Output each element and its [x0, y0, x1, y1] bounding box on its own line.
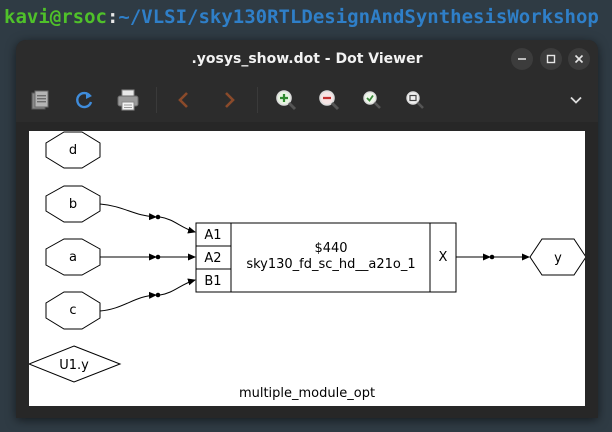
back-button[interactable] — [170, 86, 198, 114]
node-label-c: c — [69, 303, 76, 318]
zoom-out-icon — [319, 90, 340, 111]
zoom-100-button[interactable] — [401, 86, 429, 114]
toolbar-separator — [257, 87, 258, 113]
zoom-out-button[interactable] — [315, 86, 343, 114]
print-icon — [117, 89, 139, 111]
netlist-graph: d b a c U1.y — [27, 131, 587, 401]
graph-canvas[interactable]: d b a c U1.y — [27, 131, 587, 406]
print-button[interactable] — [114, 86, 142, 114]
terminal-colon: : — [106, 6, 119, 28]
zoom-100-icon — [406, 91, 424, 109]
input-node-c[interactable]: c — [45, 291, 101, 330]
minimize-icon — [518, 58, 526, 60]
junction-dot-c — [155, 292, 161, 298]
edge-c — [99, 291, 157, 312]
zoom-fit-icon — [363, 91, 381, 109]
port-label-a1: A1 — [204, 228, 221, 243]
input-node-b[interactable]: b — [45, 185, 101, 223]
open-icon — [31, 90, 49, 110]
input-node-d[interactable]: d — [45, 131, 101, 169]
edge-c-to-b1 — [159, 278, 196, 296]
port-label-x: X — [439, 250, 448, 265]
zoom-fit-button[interactable] — [358, 86, 386, 114]
reload-icon — [76, 91, 93, 109]
node-label-y: y — [554, 251, 562, 266]
minimize-button[interactable] — [511, 48, 533, 70]
forward-icon — [225, 92, 235, 108]
zoom-in-icon — [276, 90, 297, 111]
title-bar[interactable]: .yosys_show.dot - Dot Viewer — [16, 40, 598, 78]
graph-caption: multiple_module_opt — [239, 386, 375, 401]
port-label-a2: A2 — [204, 251, 221, 266]
menu-button[interactable] — [562, 86, 590, 114]
junction-dot-a — [155, 254, 161, 260]
maximize-icon — [546, 54, 556, 64]
zoom-in-button[interactable] — [272, 86, 300, 114]
close-button[interactable] — [568, 48, 590, 70]
junction-dot-b — [155, 214, 161, 220]
toolbar-separator — [156, 87, 157, 113]
open-button[interactable] — [27, 86, 55, 114]
cell-a21o[interactable]: A1 A2 B1 $440 sky130_fd_sc_hd__a21o_1 X — [195, 222, 457, 293]
dot-viewer-window: .yosys_show.dot - Dot Viewer — [16, 40, 598, 418]
output-node-y[interactable]: y — [529, 238, 587, 276]
maximize-button[interactable] — [540, 48, 562, 70]
close-icon — [574, 54, 584, 64]
edge-b-to-a1 — [159, 216, 196, 234]
port-label-b1: B1 — [204, 274, 221, 289]
terminal-prompt-line: kavi@rsoc:~/VLSI/sky130RTLDesignAndSynth… — [0, 0, 612, 36]
back-icon — [178, 92, 188, 108]
terminal-path: ~/VLSI/sky130RTLDesignAndSynthesisWorksh… — [118, 6, 599, 28]
node-label-u1y: U1.y — [59, 358, 89, 373]
terminal-user-host: kavi@rsoc — [4, 6, 107, 28]
reload-button[interactable] — [70, 86, 98, 114]
node-label-d: d — [69, 143, 77, 158]
forward-button[interactable] — [215, 86, 243, 114]
edge-b — [99, 203, 157, 221]
chevron-down-icon — [570, 96, 582, 104]
input-node-a[interactable]: a — [45, 238, 101, 276]
cell-id: $440 — [314, 241, 347, 256]
window-title: .yosys_show.dot - Dot Viewer — [191, 51, 423, 67]
node-label-b: b — [69, 197, 77, 212]
cell-type: sky130_fd_sc_hd__a21o_1 — [246, 257, 415, 272]
junction-dot-y — [489, 254, 495, 260]
toolbar — [16, 78, 598, 122]
node-label-a: a — [69, 250, 77, 265]
diamond-node-u1y[interactable]: U1.y — [27, 345, 122, 383]
